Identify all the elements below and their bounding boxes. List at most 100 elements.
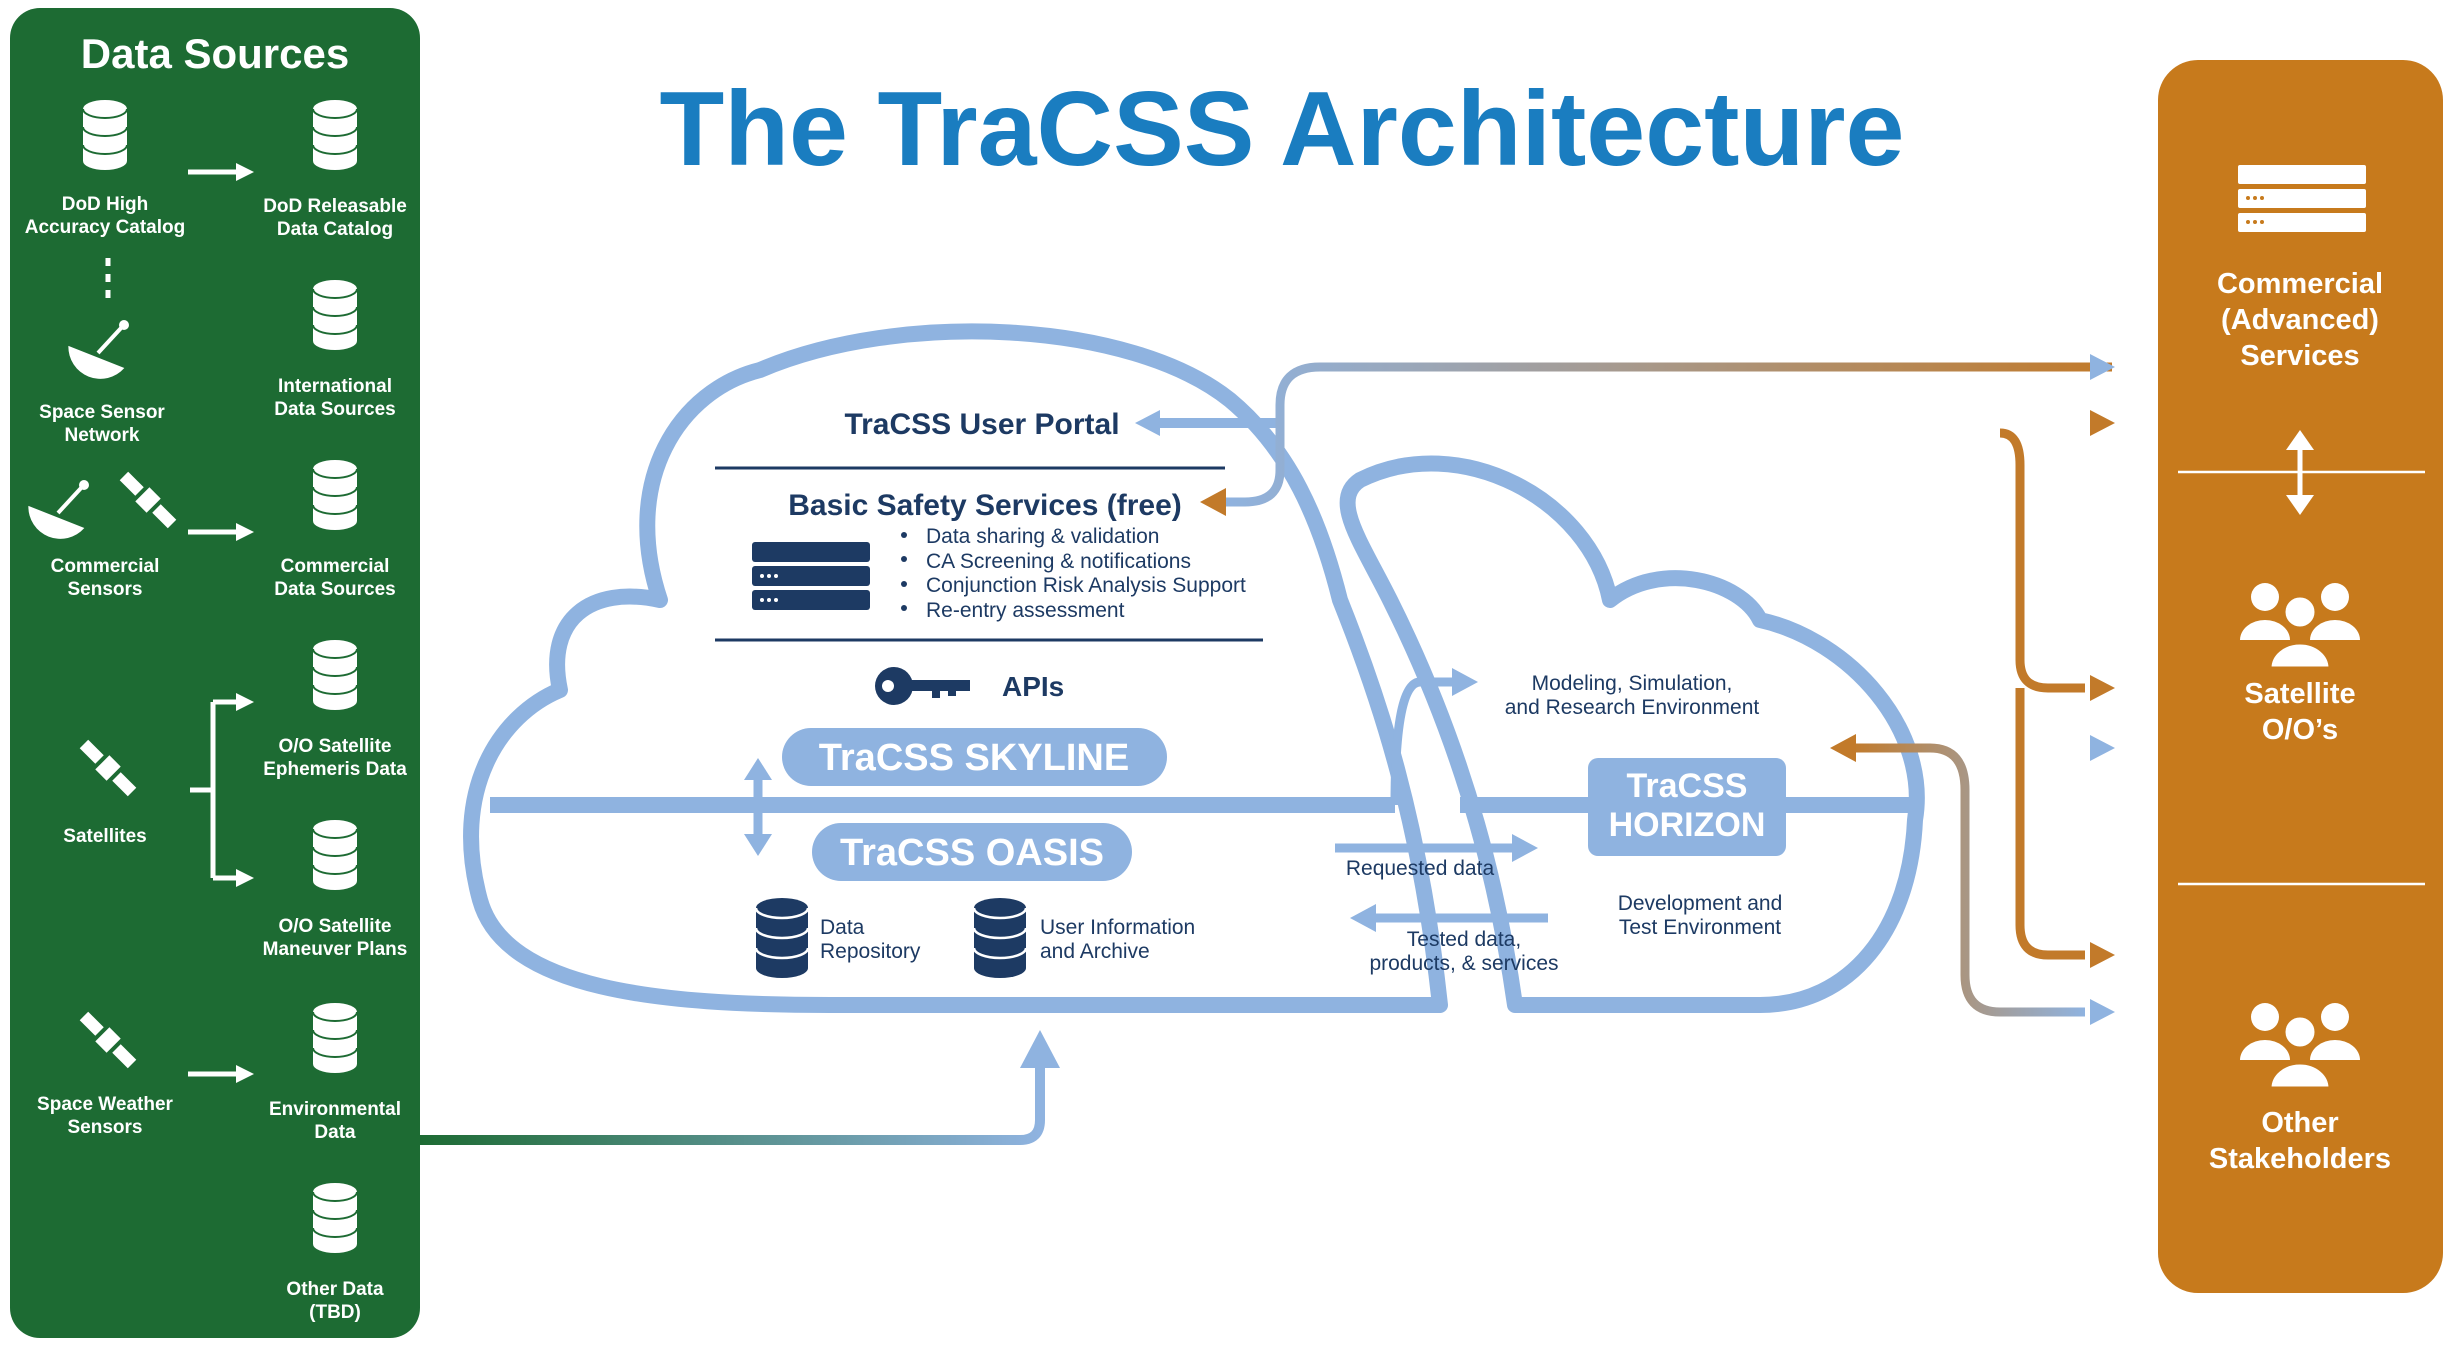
dod-high-label-2: Accuracy Catalog: [25, 217, 186, 238]
portal-back-arrow: [1135, 410, 1278, 436]
user-info-label-1: User Information: [1040, 916, 1195, 939]
bullet-item: Data sharing & validation: [926, 525, 1159, 548]
satellite-dish-icon: [28, 480, 89, 539]
modeling-label-2: and Research Environment: [1505, 696, 1760, 719]
development-label-2: Test Environment: [1619, 916, 1781, 939]
basic-safety-label: Basic Safety Services (free): [788, 489, 1182, 522]
horizon-label-2: HORIZON: [1609, 806, 1766, 844]
space-sensor-label-2: Network: [65, 425, 140, 446]
data-sources-panel: Data Sources: [10, 8, 420, 1338]
commercial-services-label-3: Services: [2240, 340, 2359, 372]
skyline-badge: TraCSS SKYLINE: [782, 728, 1167, 786]
database-icon: [972, 898, 1028, 978]
tested-data-label-2: products, & services: [1369, 952, 1558, 975]
tracss-cloud: [463, 323, 1925, 1013]
oasis-badge: TraCSS OASIS: [812, 823, 1132, 881]
satellite-dish-icon: [68, 320, 129, 379]
commercial-services-label-1: Commercial: [2217, 268, 2383, 300]
database-icon: [82, 100, 128, 170]
svg-text:Data sharing & validation: Data sharing & validation CA Screening &…: [926, 525, 1252, 622]
dod-high-label-1: DoD High: [62, 194, 149, 215]
tested-data-arrow: [1350, 904, 1548, 932]
page-title: The TraCSS Architecture: [660, 70, 1905, 188]
svg-text:Tested data,products, & servic: Tested data,products, & services: [1369, 928, 1558, 975]
modeling-label-1: Modeling, Simulation,: [1532, 672, 1733, 695]
commercial-sensors-label-1: Commercial: [51, 556, 160, 577]
database-icon: [312, 640, 358, 710]
satellite-icon: [79, 739, 137, 797]
connector-arrowheads: [1200, 354, 2115, 1025]
server-icon: [752, 542, 870, 610]
commercial-services-label-2: (Advanced): [2221, 304, 2379, 336]
people-group-icon: [2240, 1003, 2360, 1090]
user-info-label-2: and Archive: [1040, 940, 1150, 963]
oo-ephemeris-label-1: O/O Satellite: [279, 736, 392, 757]
horizon-label-1: TraCSS: [1627, 767, 1748, 805]
stakeholder-connectors: [1220, 362, 2112, 1017]
data-repository-label-1: Data: [820, 916, 865, 939]
international-label-2: Data Sources: [274, 399, 395, 420]
server-icon: [2238, 165, 2366, 232]
satellites-label: Satellites: [63, 826, 146, 847]
apis-label: APIs: [1002, 671, 1064, 702]
source-arrows: [105, 163, 254, 1083]
satellite-icon: [119, 471, 177, 529]
requested-data-arrow: [1335, 834, 1538, 862]
commercial-data-label-1: Commercial: [281, 556, 390, 577]
satellite-icon: [79, 1011, 137, 1069]
database-icon: [312, 280, 358, 350]
bullet-item: CA Screening & notifications: [926, 550, 1191, 573]
environmental-label-1: Environmental: [269, 1099, 401, 1120]
commercial-sensors-label-2: Sensors: [68, 579, 143, 600]
data-sources-connector-arrow: [420, 1030, 1060, 1145]
satellite-oos-label-1: Satellite: [2244, 678, 2355, 710]
svg-text:Other Data(TBD): Other Data(TBD): [286, 1279, 384, 1323]
bullet-item: Re-entry assessment: [926, 599, 1125, 622]
space-weather-label-1: Space Weather: [37, 1094, 173, 1115]
database-icon: [312, 460, 358, 530]
database-icon: [312, 1003, 358, 1073]
skyline-oasis-double-arrow: [744, 758, 772, 856]
oo-maneuver-label-2: Maneuver Plans: [263, 939, 408, 960]
oasis-label: TraCSS OASIS: [840, 832, 1104, 874]
skyline-label: TraCSS SKYLINE: [819, 737, 1129, 779]
dod-releasable-label-2: Data Catalog: [277, 219, 393, 240]
development-label-1: Development and: [1618, 892, 1783, 915]
other-data-label-2: (TBD): [309, 1302, 361, 1323]
other-data-label-1: Other Data: [286, 1279, 384, 1300]
database-icon: [312, 1183, 358, 1253]
commercial-data-label-2: Data Sources: [274, 579, 395, 600]
double-arrow-icon: [2286, 430, 2314, 515]
modeling-arrow: [1390, 668, 1478, 806]
oo-maneuver-label-1: O/O Satellite: [279, 916, 392, 937]
bullet-item: Conjunction Risk Analysis Support: [926, 574, 1246, 597]
space-sensor-label-1: Space Sensor: [39, 402, 165, 423]
international-label-1: International: [278, 376, 392, 397]
database-icon: [312, 100, 358, 170]
space-weather-label-2: Sensors: [68, 1117, 143, 1138]
svg-text:Modeling, Simulation,and Resea: Modeling, Simulation,and Research Enviro…: [1505, 672, 1760, 719]
data-sources-heading: Data Sources: [81, 30, 349, 77]
dod-releasable-label-1: DoD Releasable: [263, 196, 407, 217]
satellite-oos-label-2: O/O’s: [2262, 714, 2338, 746]
environmental-label-2: Data: [314, 1122, 356, 1143]
requested-data-label: Requested data: [1346, 857, 1495, 880]
other-stakeholders-label-2: Stakeholders: [2209, 1143, 2391, 1175]
